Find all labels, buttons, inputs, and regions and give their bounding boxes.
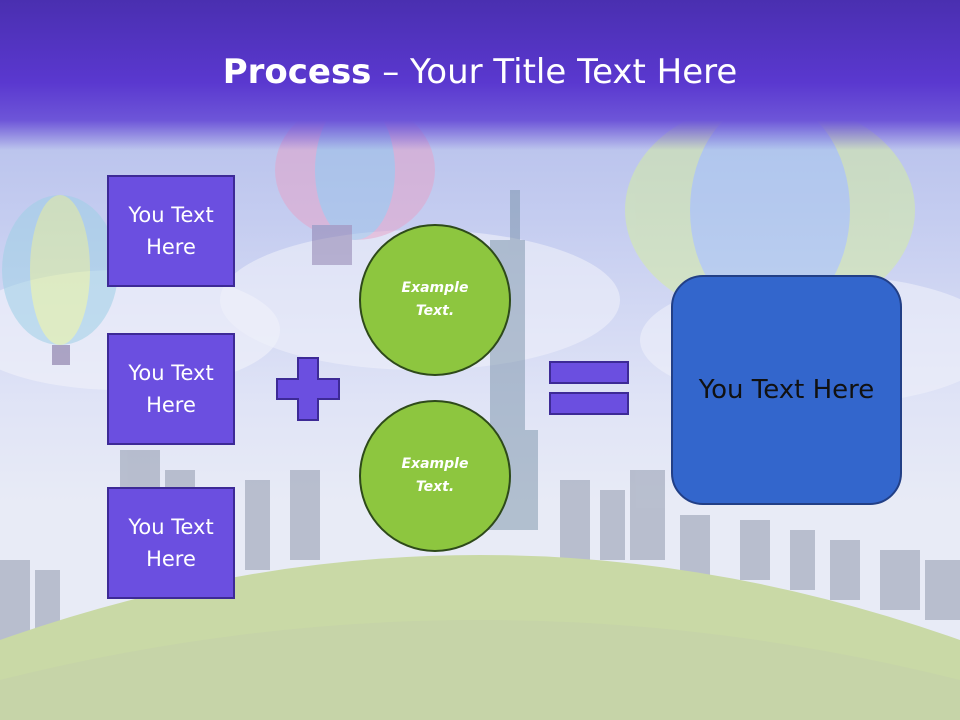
- input-box-2[interactable]: You Text Here: [107, 333, 235, 445]
- example-circle-text: Example Text.: [401, 456, 469, 495]
- input-box-text: You Text Here: [128, 203, 214, 259]
- title-rest: – Your Title Text Here: [371, 52, 738, 92]
- title-bar: [0, 0, 960, 150]
- plus-icon: [276, 357, 340, 421]
- title-bold: Process: [222, 52, 372, 92]
- equals-icon: [549, 361, 629, 415]
- example-circle-2[interactable]: Example Text.: [359, 400, 511, 552]
- balloon-left: [2, 195, 118, 365]
- example-circle-1[interactable]: Example Text.: [359, 224, 511, 376]
- balloon-right: [625, 100, 915, 320]
- input-box-text: You Text Here: [128, 361, 214, 417]
- example-circle-text: Example Text.: [401, 280, 469, 319]
- input-box-1[interactable]: You Text Here: [107, 175, 235, 287]
- result-box[interactable]: You Text Here: [671, 275, 902, 505]
- result-text: You Text Here: [698, 375, 875, 405]
- slide-title: Process – Your Title Text Here: [0, 52, 960, 92]
- input-box-text: You Text Here: [128, 515, 214, 571]
- input-box-3[interactable]: You Text Here: [107, 487, 235, 599]
